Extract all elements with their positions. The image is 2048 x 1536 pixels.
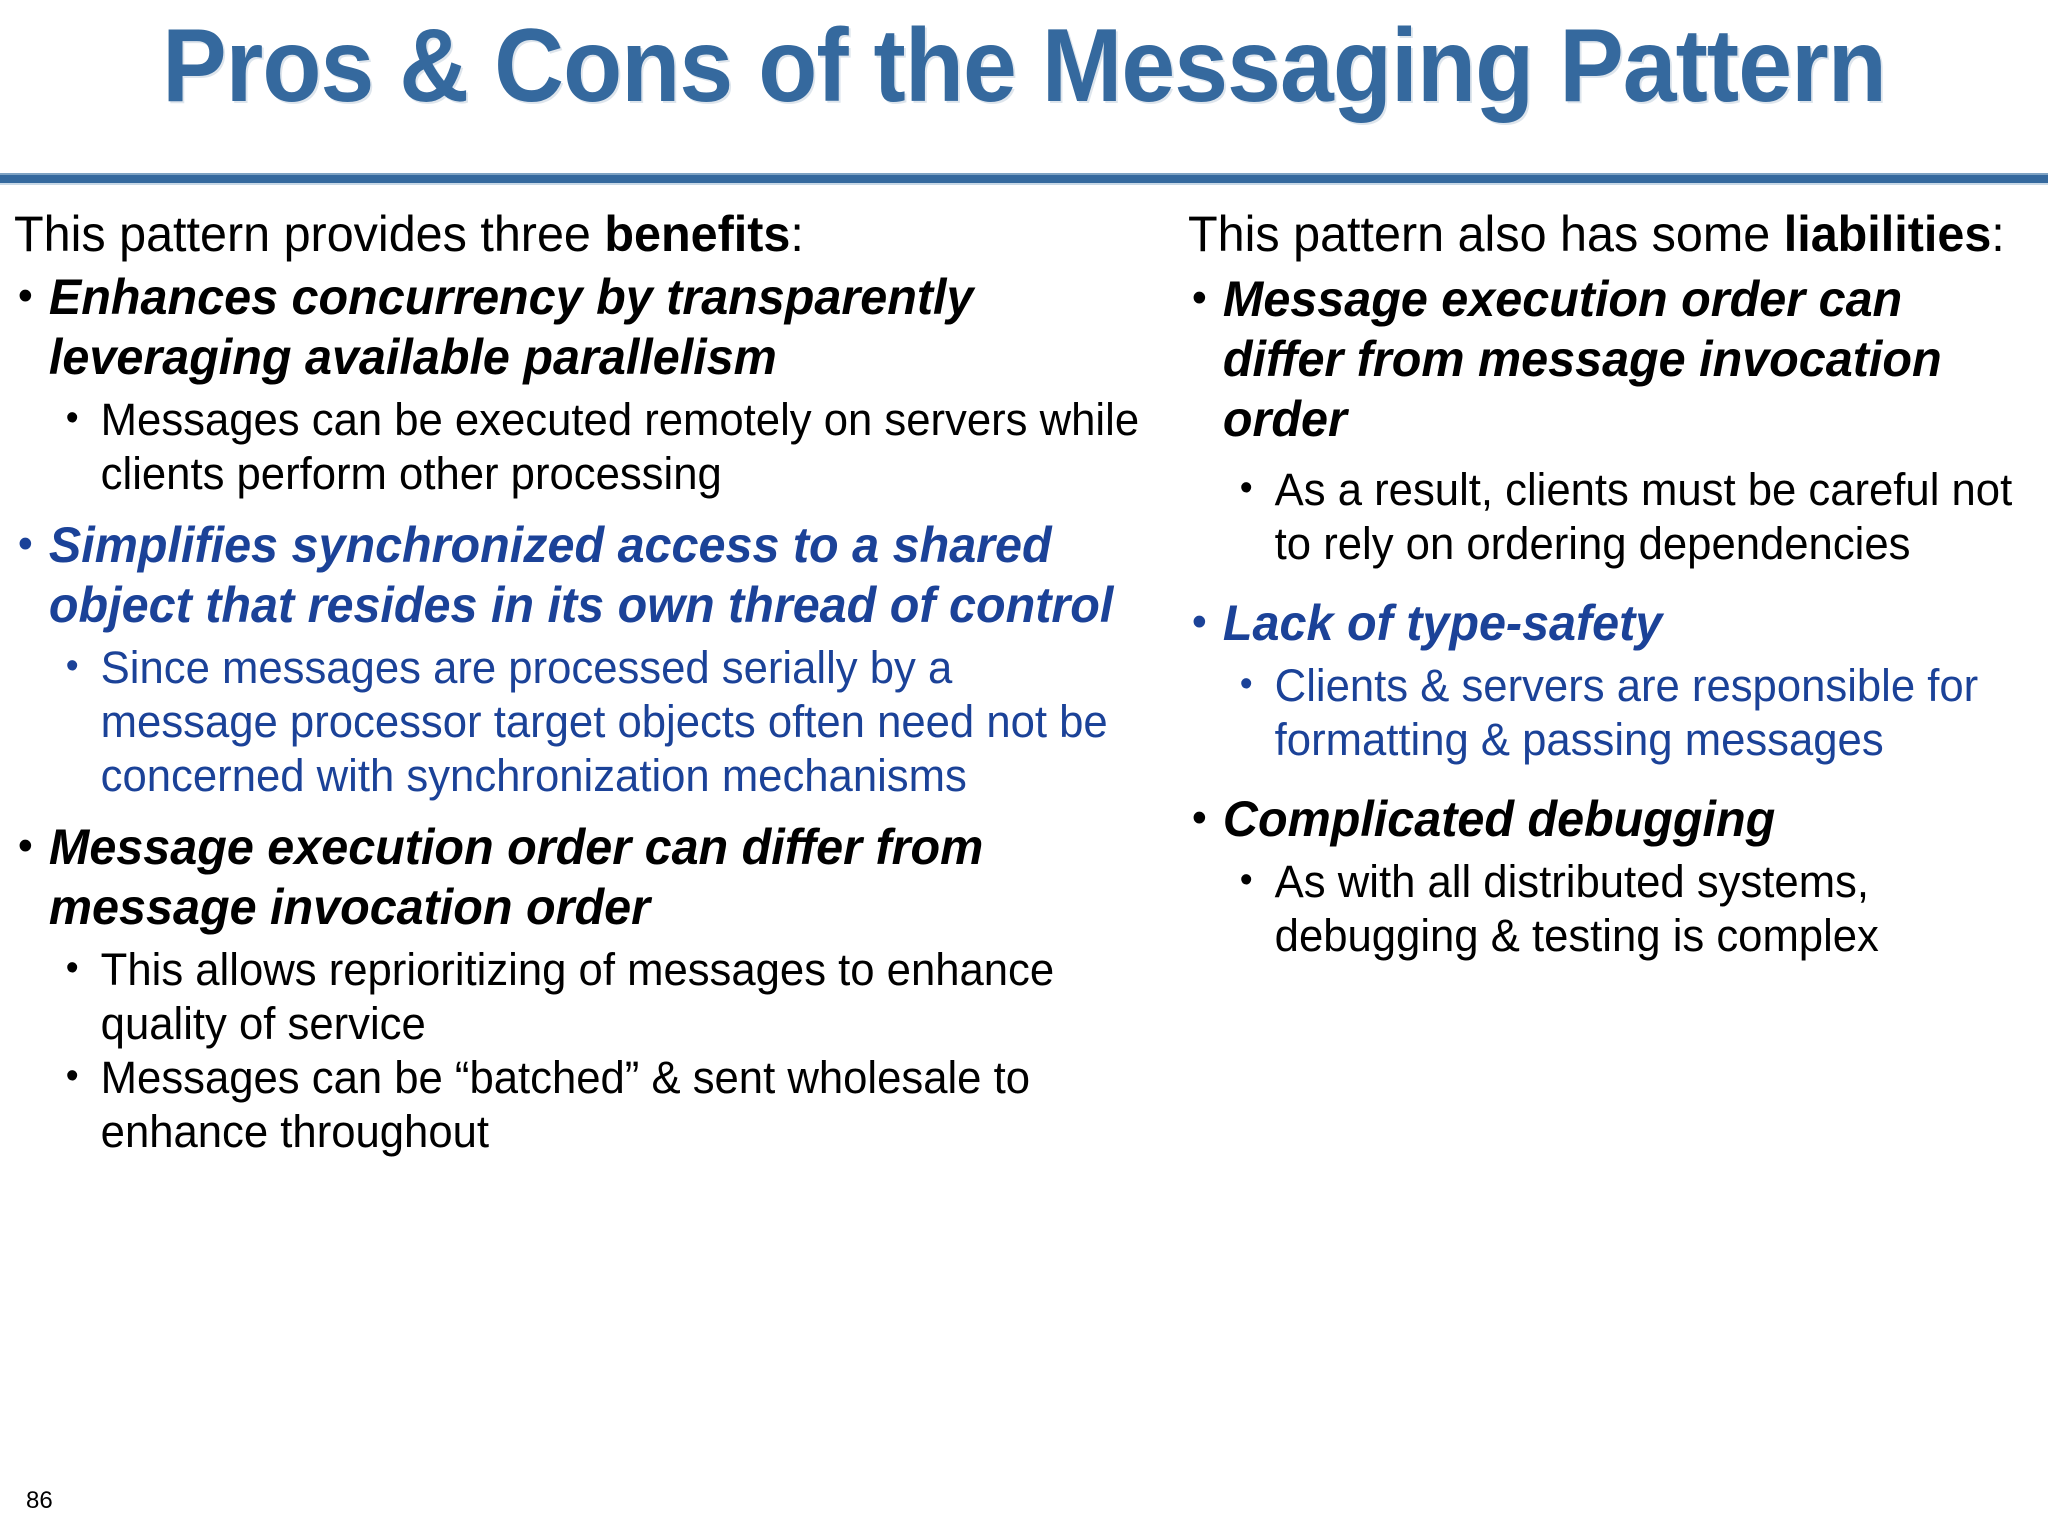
liabilities-lead-bold: liabilities — [1783, 206, 1992, 262]
slide-number: 86 — [26, 1487, 53, 1514]
liability-bullet-3: Complicated debugging — [1188, 788, 2013, 849]
benefit-bullet-2: Simplifies synchronized access to a shar… — [14, 514, 1139, 635]
liabilities-lead: This pattern also has some liabilities: — [1188, 205, 2013, 263]
benefits-lead-prefix: This pattern provides three — [14, 206, 605, 262]
liabilities-column: This pattern also has some liabilities: … — [1188, 205, 2038, 963]
liabilities-lead-suffix: : — [1991, 206, 2005, 262]
liability-subbullet-2a: Clients & servers are responsible for fo… — [1232, 657, 2014, 767]
benefits-lead: This pattern provides three benefits: — [14, 205, 1139, 263]
title-divider-rule — [0, 173, 2048, 185]
page-title: Pros & Cons of the Messaging Pattern — [162, 8, 1887, 124]
benefits-lead-suffix: : — [790, 206, 804, 262]
benefit-bullet-1: Enhances concurrency by transparently le… — [14, 266, 1139, 387]
liabilities-lead-prefix: This pattern also has some — [1188, 206, 1784, 262]
benefit-subbullet-3a: This allows reprioritizing of messages t… — [58, 941, 1141, 1051]
liability-subbullet-3a: As with all distributed systems, debuggi… — [1232, 853, 2014, 963]
benefits-lead-bold: benefits — [604, 206, 791, 262]
benefit-subbullet-3b: Messages can be “batched” & sent wholesa… — [58, 1049, 1141, 1159]
liability-bullet-1: Message execution order can differ from … — [1188, 268, 2013, 449]
benefit-subbullet-1a: Messages can be executed remotely on ser… — [58, 391, 1141, 501]
benefit-bullet-3: Message execution order can differ from … — [14, 816, 1139, 937]
benefit-subbullet-2a: Since messages are processed serially by… — [58, 639, 1141, 803]
benefits-column: This pattern provides three benefits: En… — [14, 205, 1174, 1159]
slide-body: This pattern provides three benefits: En… — [0, 205, 2048, 1475]
liability-subbullet-1a: As a result, clients must be careful not… — [1232, 461, 2014, 571]
liability-bullet-2: Lack of type-safety — [1188, 592, 2013, 653]
